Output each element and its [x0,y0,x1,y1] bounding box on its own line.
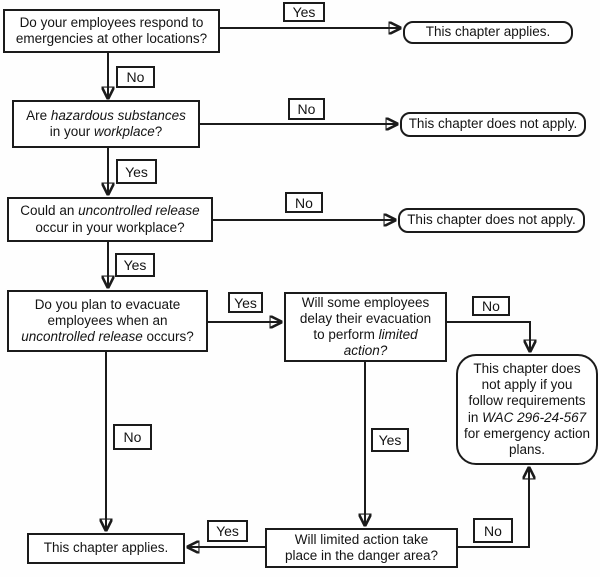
label-yes-q3: Yes [115,253,155,277]
label-no-q5: No [472,296,510,316]
label-yes-q5: Yes [371,428,409,452]
arrow-q6-no-right-up [458,468,529,548]
label-no-q4: No [113,424,152,450]
label-yes-q6: Yes [207,520,248,542]
label-yes-q1: Yes [283,2,325,22]
outcome-not-apply-2: This chapter does not apply. [398,208,585,233]
label-yes-q4: Yes [228,292,263,313]
outcome-chapter-applies-top: This chapter applies. [403,21,573,44]
label-no-q2: No [288,98,325,120]
outcome-not-apply-1: This chapter does not apply. [400,112,586,137]
label-no-q6: No [473,518,513,543]
arrow-q5-no-right-down [447,321,530,351]
outcome-chapter-applies-bottom: This chapter applies. [27,533,185,564]
label-no-q1: No [116,66,155,88]
label-yes-q2: Yes [116,159,157,184]
label-no-q3: No [285,192,323,213]
